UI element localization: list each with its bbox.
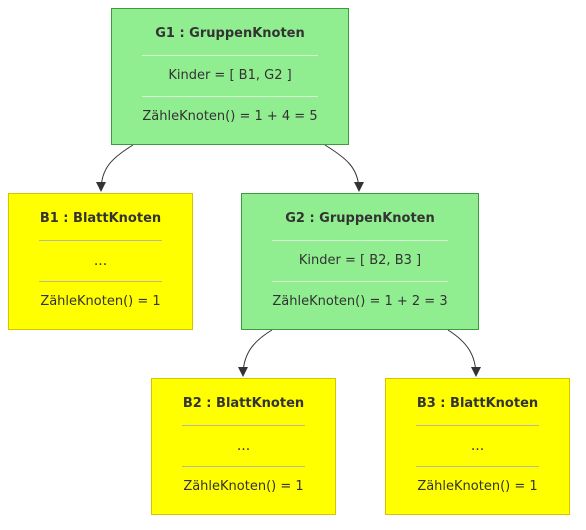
node-g1-title: G1 : GruppenKnoten <box>155 26 305 41</box>
edge-g1-g2 <box>324 144 364 192</box>
node-b2-attribute: ... <box>236 438 251 454</box>
node-b3: B3 : BlattKnoten ... ZähleKnoten() = 1 <box>385 378 570 515</box>
node-b2-separator-2 <box>182 466 305 467</box>
node-b2-method: ZähleKnoten() = 1 <box>183 479 304 494</box>
edge-g2-b3 <box>447 329 481 377</box>
node-g2: G2 : GruppenKnoten Kinder = [ B2, B3 ] Z… <box>241 193 479 330</box>
node-b3-method: ZähleKnoten() = 1 <box>417 479 538 494</box>
node-b1-title: B1 : BlattKnoten <box>39 211 162 226</box>
node-g2-method: ZähleKnoten() = 1 + 2 = 3 <box>272 294 448 309</box>
node-b3-separator-1 <box>416 425 539 426</box>
node-g1-attribute: Kinder = [ B1, G2 ] <box>168 68 292 83</box>
node-g2-attribute: Kinder = [ B2, B3 ] <box>298 253 422 268</box>
node-g2-separator-1 <box>272 240 448 241</box>
node-b1-method: ZähleKnoten() = 1 <box>40 294 161 309</box>
node-g2-separator-2 <box>272 281 448 282</box>
node-b2-separator-1 <box>182 425 305 426</box>
node-b3-attribute: ... <box>470 438 485 454</box>
node-g1-separator-1 <box>142 55 318 56</box>
node-b3-separator-2 <box>416 466 539 467</box>
node-b1: B1 : BlattKnoten ... ZähleKnoten() = 1 <box>8 193 193 330</box>
node-b1-separator-2 <box>39 281 162 282</box>
node-g1: G1 : GruppenKnoten Kinder = [ B1, G2 ] Z… <box>111 8 349 145</box>
node-b3-title: B3 : BlattKnoten <box>416 396 539 411</box>
node-b1-attribute: ... <box>93 253 108 269</box>
edge-g2-b2 <box>238 329 273 377</box>
node-g2-title: G2 : GruppenKnoten <box>285 211 435 226</box>
node-b2: B2 : BlattKnoten ... ZähleKnoten() = 1 <box>151 378 336 515</box>
edge-g1-b1 <box>96 144 134 192</box>
node-b1-separator-1 <box>39 240 162 241</box>
node-g1-separator-2 <box>142 96 318 97</box>
node-g1-method: ZähleKnoten() = 1 + 4 = 5 <box>142 109 318 124</box>
node-b2-title: B2 : BlattKnoten <box>182 396 305 411</box>
